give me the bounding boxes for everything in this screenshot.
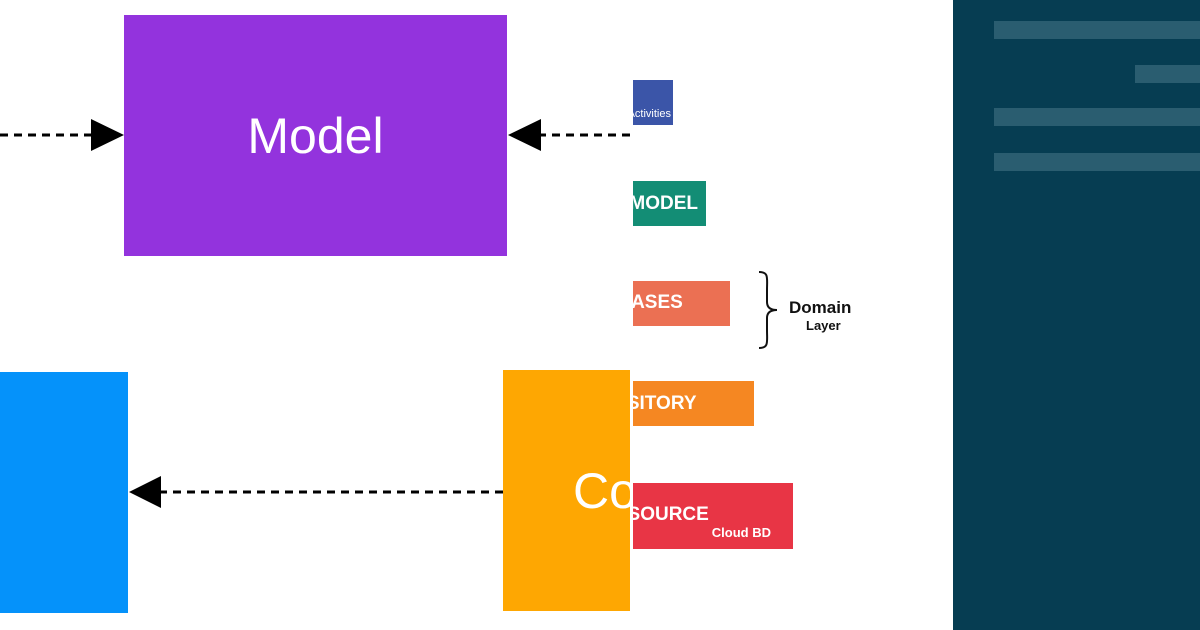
domain-layer-title: Domain xyxy=(789,298,852,317)
controller-box: Controller xyxy=(503,370,630,611)
layer-activities: Activities xyxy=(633,80,673,125)
code-panel xyxy=(953,0,1200,630)
layer-repository-label: REPOSITORY xyxy=(633,393,697,414)
curly-brace-icon xyxy=(758,271,778,349)
layer-model: MODEL xyxy=(633,181,706,226)
arrowhead-model-left xyxy=(91,119,124,151)
code-line-placeholder xyxy=(1135,65,1200,83)
layer-stack: Activities MODEL USE CASES REPOSITORY DA… xyxy=(633,0,953,630)
arrowhead-view xyxy=(129,476,161,508)
layer-activities-sublabel: Activities xyxy=(633,108,671,120)
layer-use-cases-label: USE CASES xyxy=(633,292,683,313)
controller-label: Controller xyxy=(573,462,630,519)
layer-data-source: DATA SOURCE Cloud BD xyxy=(633,483,793,549)
view-box xyxy=(0,372,128,613)
model-label: Model xyxy=(247,107,384,164)
code-line-placeholder xyxy=(994,153,1200,171)
mvc-diagram: Model Controller xyxy=(0,15,630,613)
model-box: Model xyxy=(124,15,507,256)
arrowhead-model-right xyxy=(508,119,541,151)
layer-repository: REPOSITORY xyxy=(633,381,754,426)
layer-use-cases: USE CASES xyxy=(633,281,730,326)
layer-model-label: MODEL xyxy=(633,193,698,214)
layer-data-source-sublabel: Cloud BD xyxy=(711,525,771,540)
layer-data-source-label: DATA SOURCE xyxy=(633,504,709,525)
code-line-placeholder xyxy=(994,21,1200,39)
domain-layer-subtitle: Layer xyxy=(806,318,841,333)
mvc-arrows xyxy=(0,119,630,508)
code-line-placeholder xyxy=(994,108,1200,126)
